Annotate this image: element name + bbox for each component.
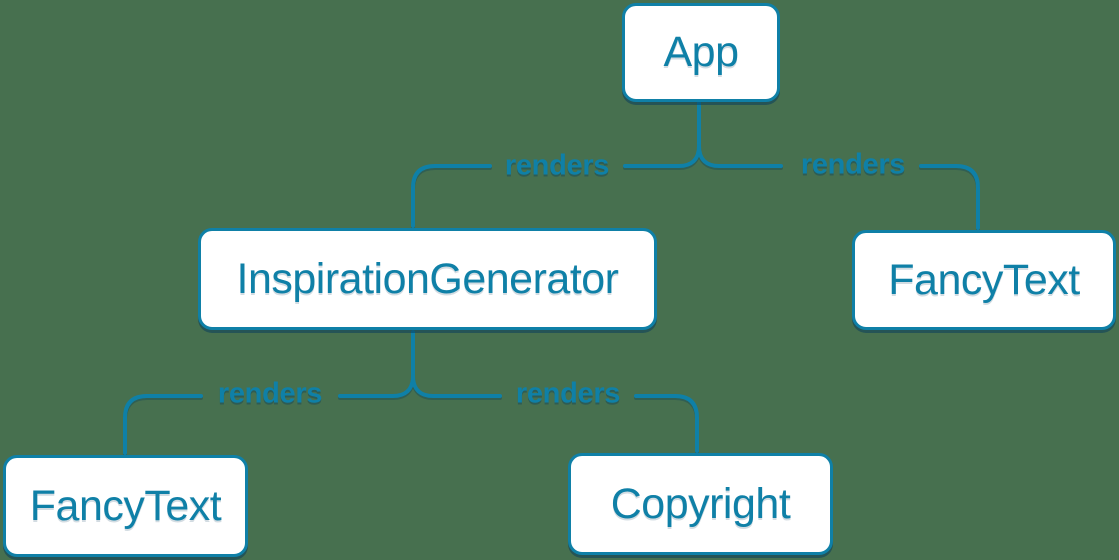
node-copyright: Copyright xyxy=(568,453,833,555)
node-fancy-text-bottom-left-label: FancyText xyxy=(29,481,222,530)
node-fancy-text-top-right-label: FancyText xyxy=(888,255,1080,304)
edge-app-to-fancytext-b xyxy=(919,164,980,230)
edge-inspirationgenerator-to-copyright-b xyxy=(634,394,699,453)
edge-label-renders-ig-right: renders xyxy=(515,377,621,410)
node-fancy-text-bottom-left: FancyText xyxy=(3,455,248,557)
edge-label-renders-ig-left: renders xyxy=(217,377,323,410)
edge-inspirationgenerator-to-fancytext-b xyxy=(123,394,203,455)
node-app: App xyxy=(622,3,780,102)
edge-inspirationgenerator-to-copyright-a xyxy=(411,374,502,398)
edge-label-renders-app-right: renders xyxy=(800,148,906,181)
edge-app-to-inspirationgenerator-b xyxy=(411,164,492,228)
edge-inspirationgenerator-to-fancytext-a xyxy=(338,374,415,398)
edge-app-to-inspirationgenerator-a xyxy=(623,144,701,168)
node-inspiration-generator-label: InspirationGenerator xyxy=(236,254,620,303)
edge-label-renders-app-left: renders xyxy=(504,149,610,182)
node-copyright-label: Copyright xyxy=(610,479,791,528)
edge-app-to-fancytext-a xyxy=(697,144,783,168)
node-inspiration-generator: InspirationGenerator xyxy=(198,228,657,330)
node-fancy-text-top-right: FancyText xyxy=(852,230,1116,330)
node-app-label: App xyxy=(663,28,739,76)
